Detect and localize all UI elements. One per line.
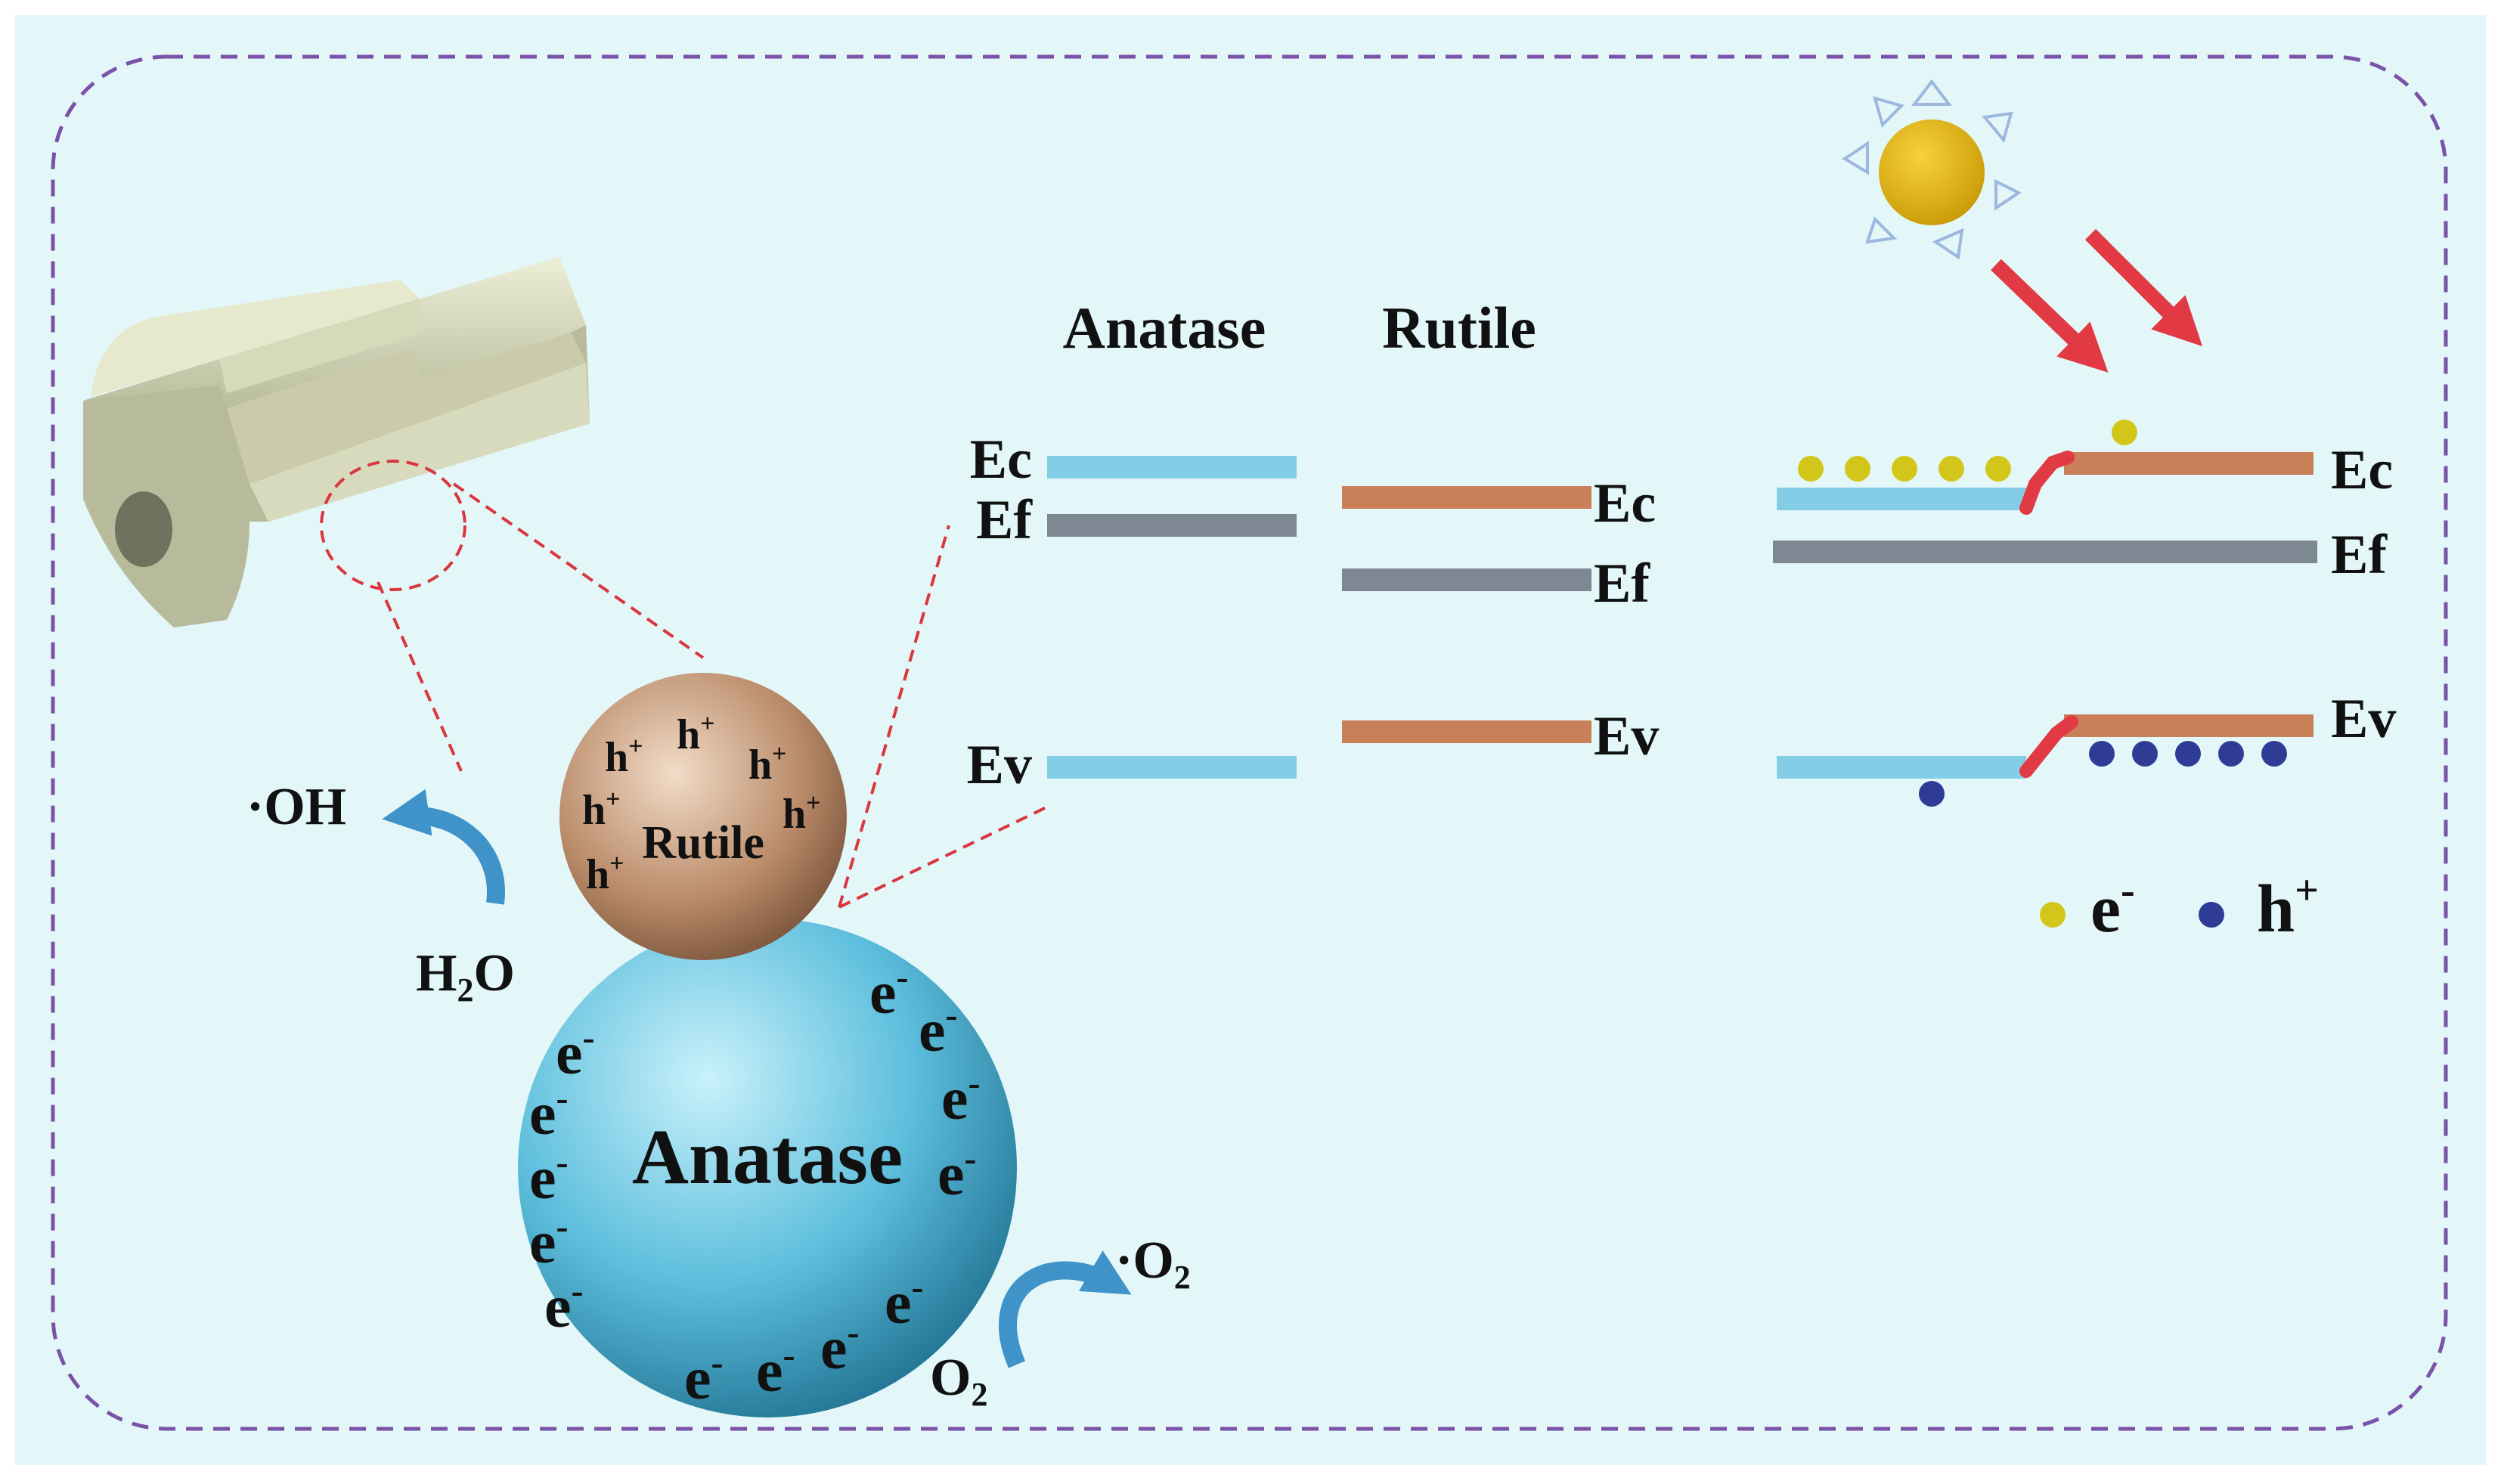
- hole-mark: h+: [605, 733, 643, 781]
- excited-electron: [2112, 420, 2137, 445]
- h2o-label: H2O: [416, 944, 515, 1008]
- anatase-ec-label: Ec: [970, 429, 1032, 491]
- electron-mark: e-: [556, 1018, 595, 1087]
- anatase-sphere-label: Anatase: [632, 1114, 903, 1201]
- anatase-ef-label: Ef: [976, 489, 1033, 551]
- hole-mark: h+: [783, 789, 821, 838]
- electron-marks: e-e-e-e-e-e-e-e-e-e-e-e-e-: [529, 957, 981, 1412]
- rutile-ec-band: [1342, 486, 1591, 509]
- o2-radical-label: ·O2: [1115, 1232, 1191, 1296]
- electron-mark: e-: [544, 1271, 584, 1340]
- anatase-ef-band: [1047, 514, 1297, 537]
- hole-mark: h+: [582, 785, 621, 834]
- valence-hole: [2218, 741, 2244, 767]
- anatase-sphere: [518, 919, 1017, 1417]
- zoom-line-left: [377, 581, 463, 772]
- legend-electron-label: e-: [2090, 867, 2135, 946]
- anatase-ev-label: Ev: [967, 734, 1032, 796]
- junction-carriers: [1798, 420, 2287, 807]
- rutile-ev-label: Ev: [1594, 705, 1659, 767]
- legend-electron-dot: [2040, 902, 2066, 928]
- electron-mark: e-: [919, 995, 958, 1064]
- conduction-electron: [1845, 456, 1870, 482]
- junction-ef-label: Ef: [2331, 524, 2388, 586]
- junction-ef-band: [1773, 541, 2317, 563]
- nanorod: [83, 257, 590, 627]
- rutile-sphere-label: Rutile: [642, 817, 764, 869]
- electron-mark: e-: [820, 1312, 860, 1382]
- o2-reduction-arrow: [999, 1250, 1132, 1368]
- anatase-header: Anatase: [1063, 295, 1266, 361]
- rutile-sphere: [559, 673, 847, 960]
- valence-hole: [2261, 741, 2287, 767]
- rutile-ev-band: [1342, 720, 1591, 743]
- rutile-ec-label: Ec: [1594, 472, 1656, 534]
- electron-mark: e-: [529, 1142, 569, 1212]
- zoom-line-upper: [838, 525, 950, 908]
- oh-radical-label: ·OH: [246, 778, 346, 836]
- electron-mark: e-: [529, 1078, 569, 1148]
- junction-ev-label: Ev: [2331, 688, 2396, 750]
- rutile-ef-label: Ef: [1594, 553, 1650, 615]
- dashed-frame: [51, 54, 2448, 1431]
- anatase-ec-band: [1047, 456, 1297, 479]
- electron-mark: e-: [941, 1063, 981, 1132]
- o2-label: O2: [930, 1349, 987, 1413]
- hole-mark: h+: [677, 710, 715, 758]
- valence-hole: [2175, 741, 2201, 767]
- electron-mark: e-: [529, 1207, 569, 1276]
- zoom-line-right: [452, 482, 705, 659]
- junction-ev-bending: [2019, 715, 2078, 778]
- junction-ec-bending: [2019, 451, 2075, 515]
- anatase-ev-band: [1047, 756, 1297, 779]
- anatase-hole: [1919, 781, 1945, 807]
- electron-mark: e-: [684, 1343, 724, 1412]
- junction-ec-label: Ec: [2331, 439, 2393, 501]
- background: [15, 15, 2486, 1465]
- junction-rutile-ev-band: [2064, 714, 2314, 737]
- legend-hole-label: h+: [2257, 867, 2319, 946]
- rutile-ef-band: [1342, 569, 1591, 591]
- zoom-circle: [320, 460, 466, 591]
- valence-hole: [2089, 741, 2115, 767]
- conduction-electron: [1798, 456, 1824, 482]
- sun-icon: [1842, 79, 2022, 260]
- electron-mark: e-: [869, 957, 909, 1027]
- h2o-oxidation-arrow: [382, 788, 505, 905]
- junction-anatase-ec-band: [1777, 488, 2026, 510]
- electron-mark: e-: [885, 1267, 924, 1337]
- light-arrow-1: [1991, 259, 2109, 373]
- electron-mark: e-: [756, 1335, 795, 1405]
- hole-mark: h+: [586, 850, 624, 898]
- rutile-header: Rutile: [1382, 295, 1536, 361]
- electron-mark: e-: [937, 1139, 977, 1208]
- junction-anatase-ev-band: [1777, 756, 2026, 779]
- light-arrow-2: [2084, 228, 2203, 347]
- valence-hole: [2132, 741, 2158, 767]
- hole-marks: h+h+h+h+h+h+: [582, 710, 821, 898]
- conduction-electron: [1985, 456, 2011, 482]
- hole-mark: h+: [748, 740, 787, 788]
- junction-rutile-ec-band: [2064, 452, 2314, 475]
- legend-hole-dot: [2199, 902, 2224, 928]
- conduction-electron: [1939, 456, 1964, 482]
- conduction-electron: [1892, 456, 1917, 482]
